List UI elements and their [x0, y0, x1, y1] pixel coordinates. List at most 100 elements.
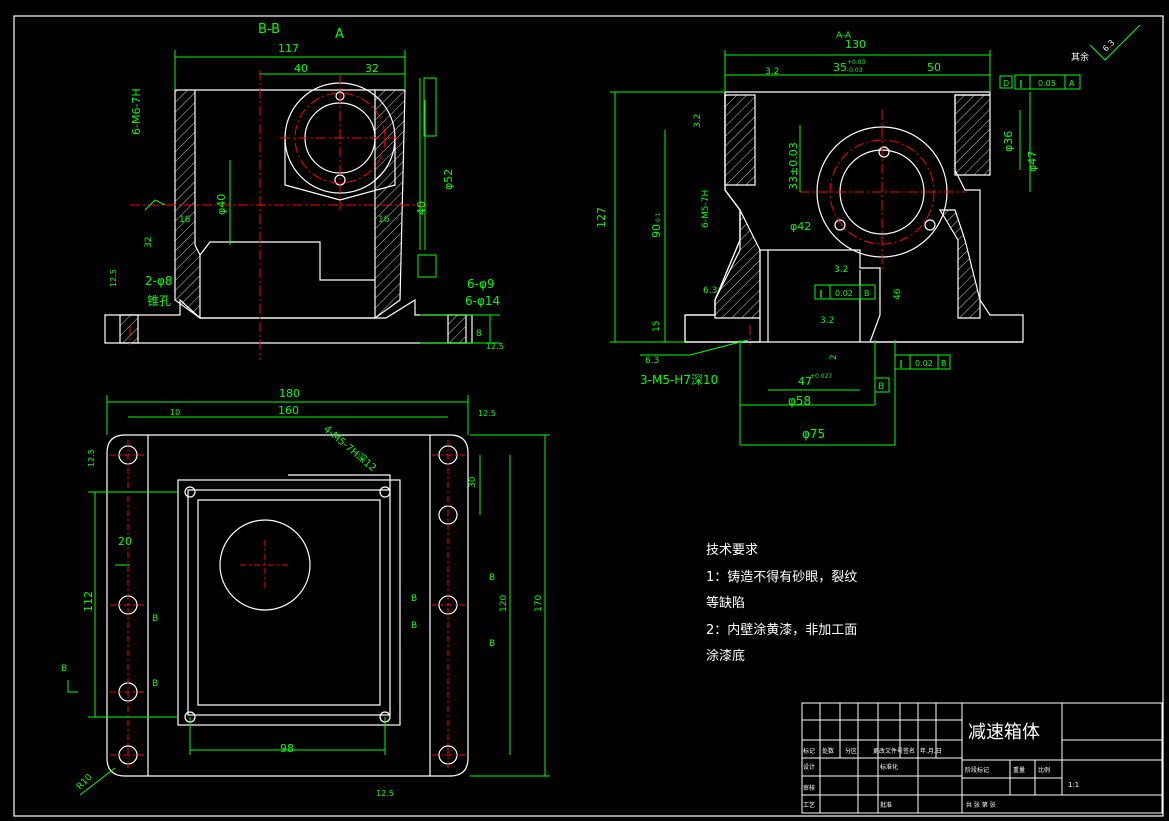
aa-dim-90-tol: 0.1	[655, 212, 662, 222]
row-review: 审核	[803, 784, 815, 792]
aa-thread: 6-M5-7H	[701, 190, 711, 228]
col-label-date: 年.月.日	[920, 747, 942, 755]
plan-dimension-lines	[67, 395, 550, 796]
tech-line-2: 等缺陷	[706, 596, 746, 611]
plan-b7: B	[489, 639, 495, 649]
row-standard: 标准化	[880, 763, 898, 771]
bb-phi14: 6-φ14	[465, 294, 500, 308]
aa-phi47b: 47	[798, 375, 812, 388]
aa-dim-texts: A-A 130 35 +0.03 -0.03 50 3.2 127 90 0.1…	[595, 31, 1116, 441]
plan-rough-125c: 12.5	[376, 789, 394, 798]
aa-dim-15: 15	[652, 321, 662, 332]
drawing-title: 减速箱体	[968, 722, 1040, 743]
plan-b3: B	[152, 679, 158, 689]
scale-label: 比例	[1038, 766, 1050, 774]
plan-dim-20: 20	[118, 535, 132, 548]
bb-dim-texts: B-B A 117 40 32 6-M6-7H φ40 φ52 40 16 16…	[109, 22, 504, 351]
title-block	[801, 702, 1163, 814]
tech-line-1: 1：铸造不得有砂眼，裂纹	[706, 569, 858, 585]
aa-tol3-sym: ∥	[899, 359, 903, 368]
col-label-changeno: 更改文件号	[873, 747, 903, 755]
weight-label: 重量	[1013, 766, 1025, 774]
col-label-zone: 分区	[845, 747, 857, 755]
aa-rough-63: 6.3	[703, 286, 717, 296]
plan-dim-180: 180	[279, 387, 300, 400]
bb-pin: 锥孔	[147, 294, 171, 308]
aa-thread3: 3-M5-H7深10	[640, 373, 718, 387]
bb-thread: 6-M6-7H	[130, 88, 143, 135]
aa-dim-90: 90	[650, 224, 663, 238]
plan-dim-120: 120	[499, 595, 509, 612]
title-block-texts: 减速箱体 1:1 标记 处数 分区 更改文件号 签名 年.月.日 设计 标准化 …	[803, 722, 1079, 809]
view-plan	[106, 434, 469, 777]
plan-b4: B	[411, 594, 417, 604]
view-aa	[684, 91, 1024, 343]
aa-rough-32c: 3.2	[820, 316, 834, 326]
plan-rough-125b: 12.5	[87, 449, 96, 467]
bb-dim-40: 40	[294, 62, 308, 75]
aa-dimension-lines	[610, 24, 1141, 446]
plan-dim-170: 170	[534, 595, 544, 612]
bb-phi9: 6-φ9	[467, 277, 495, 291]
tech-line-4: 涂漆底	[706, 649, 746, 664]
aa-dim-width: 130	[845, 38, 866, 51]
aa-phi36: φ36	[1002, 131, 1015, 152]
col-label-mark: 标记	[803, 747, 815, 755]
aa-rough-32: 3.2	[765, 67, 779, 77]
bb-dim-width: 117	[278, 42, 299, 55]
bb-dim-8: 8	[476, 329, 482, 339]
aa-dim-127: 127	[595, 207, 608, 228]
plan-rough-125a: 12.5	[478, 409, 496, 418]
row-approve: 批准	[880, 801, 892, 809]
bb-dim-32r: 32	[144, 237, 154, 248]
bb-phi40: φ40	[215, 194, 228, 215]
aa-phi58: φ58	[788, 394, 811, 408]
aa-dim-50: 50	[927, 61, 941, 74]
bb-dimension-lines	[144, 50, 500, 344]
aa-centerlines	[749, 110, 965, 345]
tech-line-3: 2：内壁涂黄漆，非加工面	[706, 622, 858, 638]
plan-dim-160: 160	[278, 404, 299, 417]
aa-tol2-sym: ∥	[819, 289, 823, 298]
bb-label: B-B	[258, 22, 280, 37]
col-label-count: 处数	[822, 747, 834, 755]
aa-tol3-val: 0.02	[915, 359, 933, 368]
technical-requirements: 技术要求 1：铸造不得有砂眼，裂纹 等缺陷 2：内壁涂黄漆，非加工面 涂漆底	[706, 538, 857, 671]
plan-b6: B	[489, 573, 495, 583]
plan-b1: B	[61, 664, 67, 674]
col-label-sign: 签名	[903, 747, 915, 755]
bb-section-mark: A	[335, 27, 344, 42]
aa-label: A-A	[836, 31, 852, 41]
aa-dim-35-tol-lo: -0.03	[847, 67, 863, 74]
aa-phi42: φ42	[790, 220, 811, 233]
plan-centerlines	[110, 440, 465, 770]
row-design: 设计	[803, 763, 815, 771]
plan-dim-98: 98	[280, 742, 294, 755]
aa-dim-2: 2	[829, 354, 839, 360]
sheet-border	[13, 15, 1164, 817]
plan-dim-10: 10	[170, 408, 180, 417]
aa-rough-63b: 6.3	[645, 356, 659, 366]
bb-dim-125b: 12.5	[486, 342, 504, 351]
bb-centerlines	[129, 70, 430, 360]
aa-dim-46: 46	[893, 288, 903, 300]
scale-value: 1:1	[1068, 781, 1079, 789]
bb-dim-16a: 16	[179, 215, 191, 225]
aa-tol3-ref: B	[941, 359, 947, 368]
bb-phi8: 2-φ8	[145, 274, 173, 288]
bb-dim-125a: 12.5	[109, 269, 118, 287]
aa-phi47: φ47	[1026, 151, 1039, 172]
bb-dim-40b: 40	[415, 201, 428, 215]
aa-phi75: φ75	[802, 427, 825, 441]
plan-dim-30: 30	[468, 476, 478, 488]
aa-dim-35-tol-up: +0.03	[847, 59, 866, 66]
aa-dim-35: 35	[833, 61, 847, 74]
aa-tol2-ref: B	[864, 289, 870, 298]
aa-tol2-val: 0.02	[835, 289, 853, 298]
row-process: 工艺	[803, 801, 815, 809]
aa-tol1-ref: A	[1069, 79, 1075, 88]
plan-dim-112: 112	[82, 591, 95, 612]
aa-tol1-sym: ∥	[1019, 79, 1023, 88]
bb-dim-32: 32	[365, 62, 379, 75]
aa-datum-d: D	[1003, 79, 1009, 88]
